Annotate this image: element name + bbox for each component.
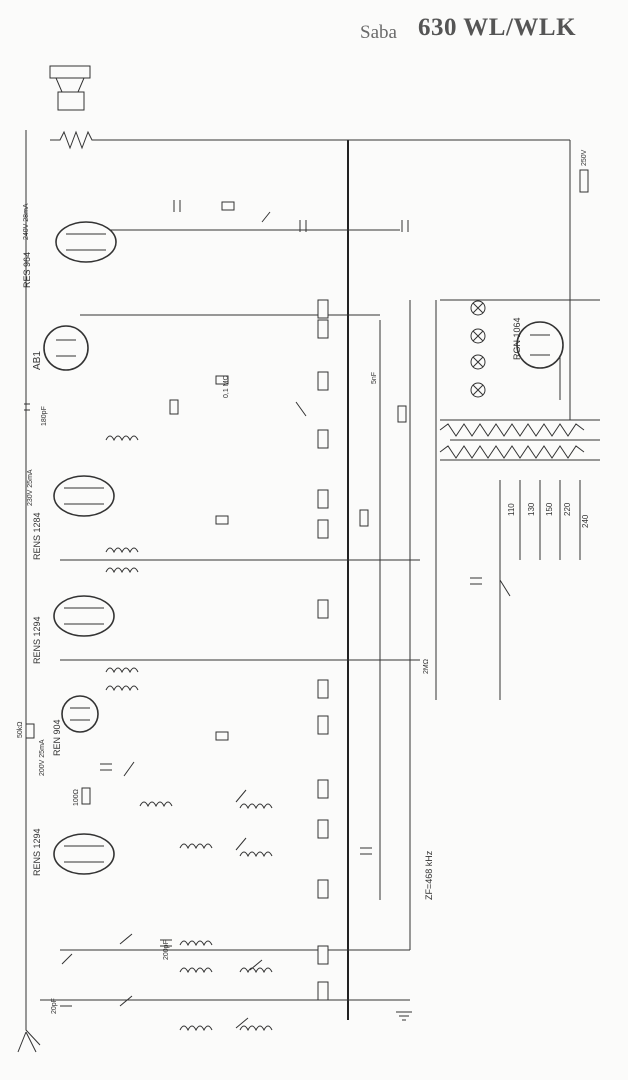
tube-rens1294-upper-icon [53, 595, 115, 637]
tube-label-res964: RES 964 [22, 252, 32, 288]
tube-res964-icon [55, 221, 117, 263]
tube-volt-res964: 240V 28mA [23, 203, 30, 240]
mains-tap-label: 130 [527, 502, 536, 516]
tube-ren904-icon [61, 695, 99, 733]
model-title: 630 WL/WLK [418, 14, 577, 41]
mains-tap-label: 150 [545, 502, 554, 516]
mains-tap-labels: 110 130 150 220 240 [507, 502, 590, 528]
mains-tap-label: 110 [507, 503, 516, 516]
tube-volt-ren904: 200V 25mA [39, 739, 46, 776]
tube-label-rens1294-upper: RENS 1294 [32, 616, 42, 664]
tube-label-rens1294-lower: RENS 1294 [32, 828, 42, 876]
res-01m-label: 0,1 MΩ [223, 375, 230, 398]
res-100-label: 100Ω [73, 789, 80, 806]
ref-volt-label: 250V [581, 149, 588, 166]
cap-180pf-label: 180pF [41, 406, 48, 426]
tube-rens1294-lower-icon [53, 833, 115, 875]
tube-volt-rens1284: 230V 25mA [27, 469, 34, 506]
cap-20pf-label: 20pF [51, 998, 58, 1014]
res-50k-label: 50kΩ [17, 721, 24, 738]
cap-200pf-label: 200pF [163, 940, 170, 960]
antenna-lead [25, 130, 41, 1046]
speaker-icon [49, 65, 91, 111]
mains-tap-label: 240 [581, 514, 590, 528]
tube-label-ab1: AB1 [32, 351, 43, 370]
rectifier-tube-icon [516, 321, 564, 369]
pilot-lamp-icons [470, 300, 486, 398]
tube-label-rgn1064: RGN 1064 [512, 317, 522, 360]
tube-rens1284-icon [53, 475, 115, 517]
mains-tap-label: 220 [563, 502, 572, 516]
brand-title: Saba [360, 22, 397, 43]
tube-label-ren904: REN 904 [52, 719, 62, 756]
tube-label-rens1284: RENS 1284 [32, 512, 42, 560]
if-frequency-label: ZF=468 kHz [424, 850, 434, 900]
res-2m-label: 2MΩ [423, 659, 430, 674]
tube-ab1-icon [43, 325, 89, 371]
cap-5nf-label: 5nF [371, 372, 378, 384]
